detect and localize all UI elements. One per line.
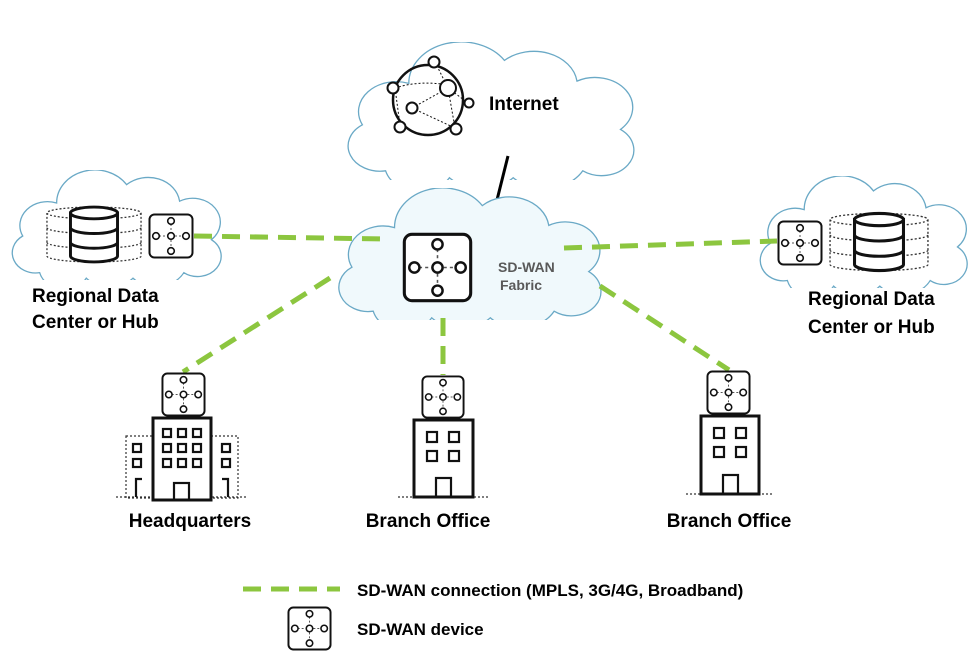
fabric-label-line1: SD-WAN (498, 259, 555, 275)
left-hub-label-line2: Center or Hub (32, 312, 159, 333)
sdwan-device-icon (161, 372, 206, 417)
office-campus-icon (116, 416, 248, 502)
globe-network-icon (386, 55, 475, 137)
sdwan-device-icon (287, 606, 332, 651)
branch-office-1-label: Branch Office (366, 511, 491, 532)
legend: SD-WAN connection (MPLS, 3G/4G, Broadban… (243, 581, 743, 651)
sdwan-device-icon (706, 370, 751, 415)
legend-device-label: SD-WAN device (357, 620, 484, 639)
internet-cloud (346, 42, 635, 180)
right-hub-label-line2: Center or Hub (808, 317, 935, 338)
internet-label: Internet (489, 94, 559, 115)
connection-branch-2 (598, 283, 731, 373)
sdwan-device-icon (148, 213, 194, 259)
connection-right-hub (563, 238, 778, 251)
connection-left-hub (193, 233, 387, 242)
fabric-label-line2: Fabric (500, 277, 542, 293)
headquarters-label: Headquarters (129, 511, 252, 532)
building-icon (686, 414, 774, 496)
building-icon (398, 418, 488, 499)
sdwan-device-icon (421, 375, 465, 419)
sdwan-device-icon (777, 220, 823, 266)
branch-office-2-label: Branch Office (667, 511, 792, 532)
sdwan-device-icon (402, 232, 473, 303)
legend-connection-label: SD-WAN connection (MPLS, 3G/4G, Broadban… (357, 581, 743, 600)
right-hub-label-line1: Regional Data (808, 289, 935, 310)
connection-headquarters (181, 275, 332, 375)
left-hub-label-line1: Regional Data (32, 286, 159, 307)
